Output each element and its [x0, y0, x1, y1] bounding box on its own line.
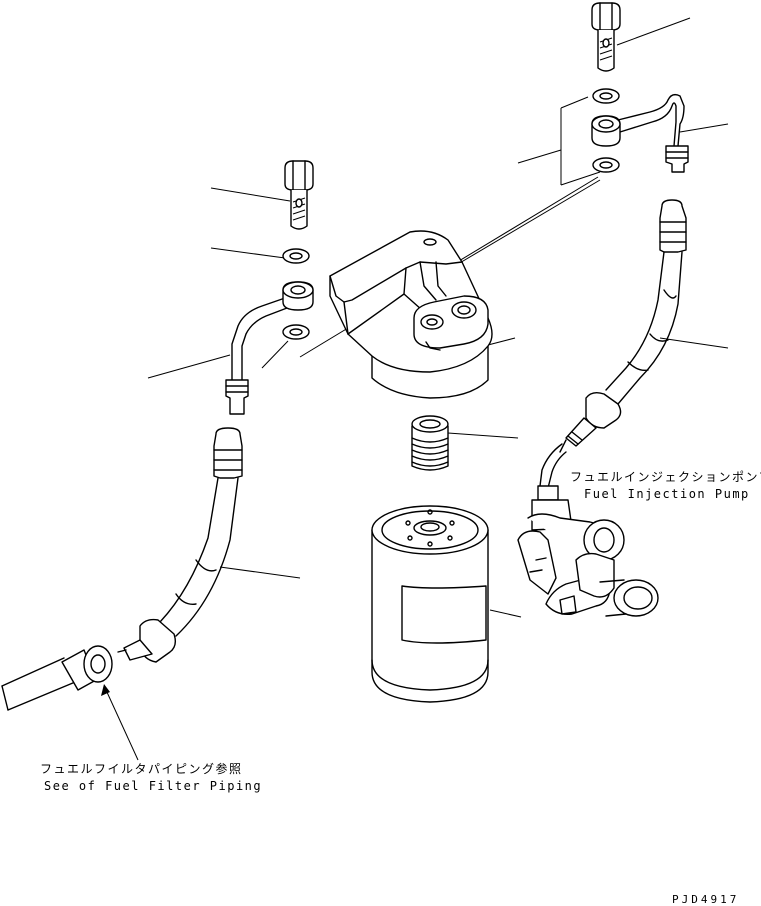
fuel-hose-right	[559, 199, 687, 453]
banjo-fitting-lower-left	[1, 645, 113, 711]
filter-piping-label-jp: フュエルフイルタパイピング参照	[40, 761, 243, 776]
fuel-injection-pump	[517, 443, 659, 617]
fuel-tube-top-right	[617, 93, 689, 173]
fuel-filter-cartridge	[371, 505, 489, 703]
drawing-code: PJD4917	[672, 893, 739, 906]
fuel-tube-left	[225, 297, 288, 415]
filter-adapter-nipple	[411, 415, 449, 471]
injection-pump-label-jp: フュエルインジェクションポンプ	[570, 470, 761, 484]
washer-top-1	[592, 88, 620, 104]
washer-left-2	[282, 324, 310, 340]
banjo-bolt-top	[591, 2, 621, 72]
fuel-hose-left	[117, 427, 243, 663]
washer-left-1	[282, 248, 310, 264]
callout-arrow	[101, 684, 139, 761]
banjo-fitting-top	[591, 115, 621, 147]
washer-top-2	[592, 157, 620, 173]
filter-head-bracket	[329, 230, 493, 399]
filter-piping-label-en: See of Fuel Filter Piping	[44, 779, 262, 793]
banjo-fitting-left	[282, 281, 314, 311]
banjo-bolt-left	[284, 160, 314, 230]
injection-pump-label-en: Fuel Injection Pump	[584, 487, 750, 501]
